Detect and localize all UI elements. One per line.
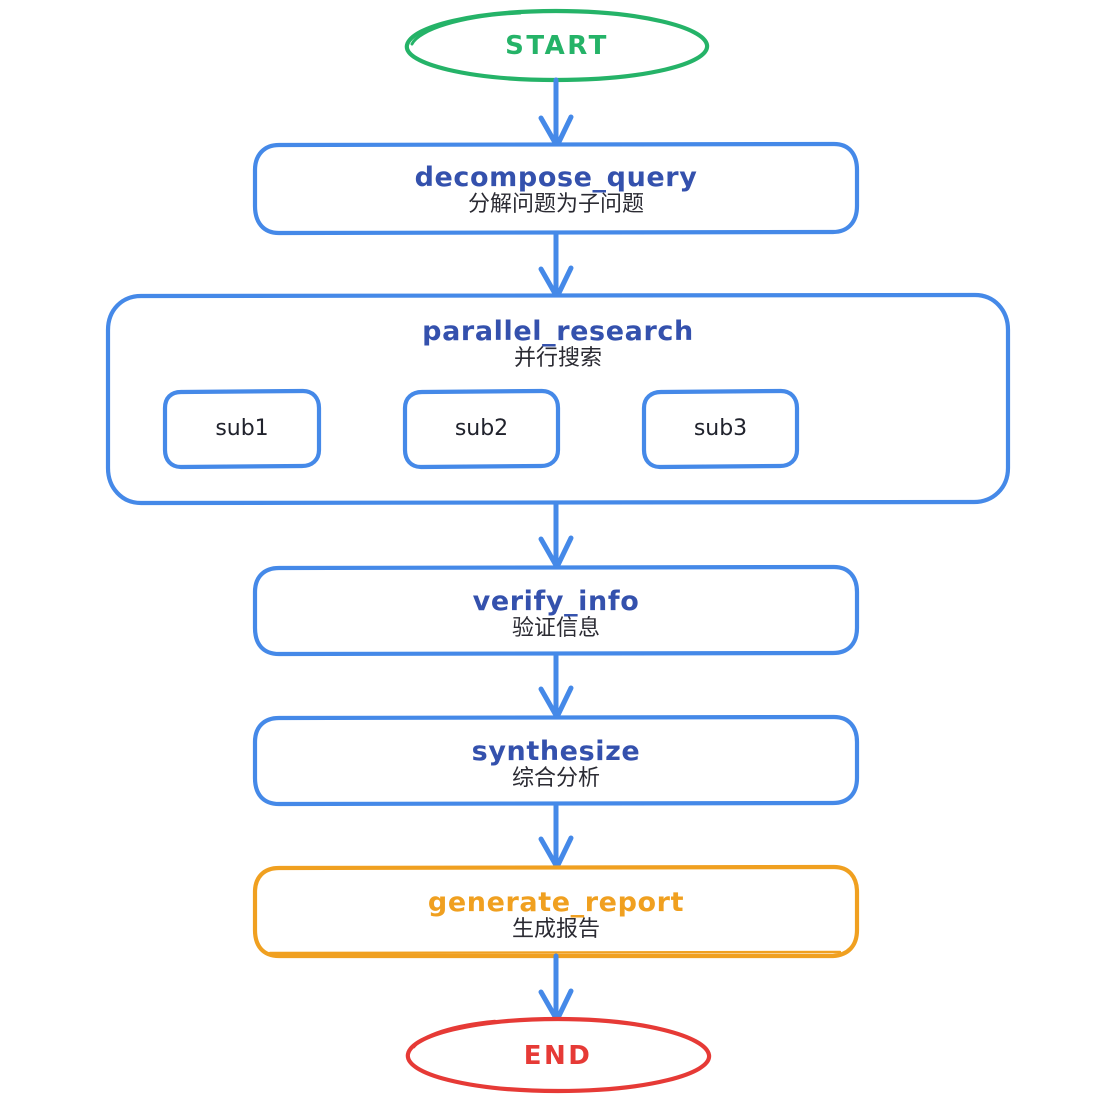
node-end-shape[interactable] — [405, 1016, 712, 1094]
node-decompose-query-shape[interactable] — [252, 141, 860, 236]
edge-synthesize-to-generate-report — [538, 801, 574, 870]
node-start-shape[interactable] — [404, 8, 710, 83]
node-sub2-shape[interactable] — [402, 388, 561, 470]
node-sub3-shape[interactable] — [641, 388, 800, 470]
edge-decompose-query-to-parallel-research — [538, 230, 574, 300]
node-synthesize-shape[interactable] — [252, 714, 860, 807]
edge-start-to-decompose-query — [538, 77, 574, 149]
edge-verify-info-to-synthesize — [538, 651, 574, 720]
edge-generate-report-to-end — [538, 953, 574, 1023]
node-verify-info-shape[interactable] — [252, 564, 860, 657]
edge-parallel-research-to-verify-info — [538, 500, 574, 570]
node-generate-report-shape[interactable] — [252, 864, 860, 959]
node-sub1-shape[interactable] — [162, 388, 322, 470]
